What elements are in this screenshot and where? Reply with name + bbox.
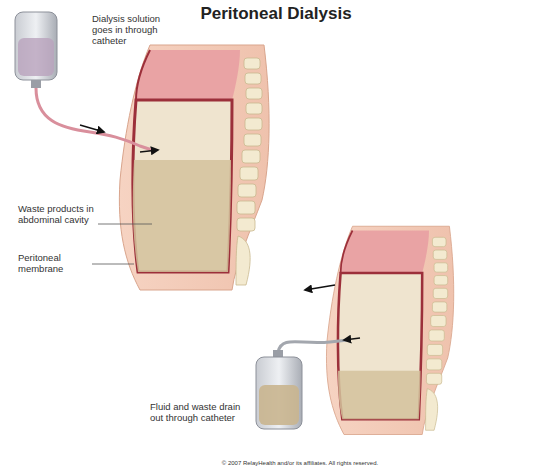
diagram-title: Peritoneal Dialysis [0, 4, 552, 24]
body-draining [326, 226, 453, 434]
drain-bag [256, 340, 348, 429]
body-filling [119, 45, 269, 290]
part-label: Waste products in abdominal cavity [18, 204, 96, 226]
leader-line [98, 224, 152, 225]
part-label: Dialysis solution goes in through cathet… [92, 14, 180, 47]
copyright-note: © 2007 RelayHealth and/or its affiliates… [140, 460, 460, 467]
leader-line [92, 264, 134, 265]
part-label: Fluid and waste drain out through cathet… [150, 402, 250, 424]
part-label: Peritoneal membrane [18, 253, 90, 275]
